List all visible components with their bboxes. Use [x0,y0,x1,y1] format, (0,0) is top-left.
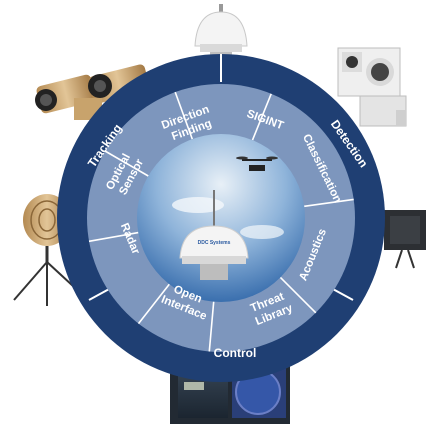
center-dome-icon: DDC Systems [179,225,249,280]
segment-divider [137,283,170,325]
segment-divider [104,150,149,177]
segment-divider [174,91,194,140]
segment-divider [88,231,139,243]
segment-divider [279,276,317,314]
dome-sensor-icon [194,4,248,62]
dome-logo: DDC Systems [198,240,231,246]
segment-divider [251,93,272,141]
drone-icon [236,156,278,171]
radar-panel-icon [384,210,426,269]
segment-divider [208,301,215,352]
segment-dividers [88,91,354,352]
center-photo: DDC Systems [137,134,305,302]
thermal-camera-icon [337,47,407,127]
segment-divider [304,198,354,208]
outer-label-control: Control [214,346,257,360]
